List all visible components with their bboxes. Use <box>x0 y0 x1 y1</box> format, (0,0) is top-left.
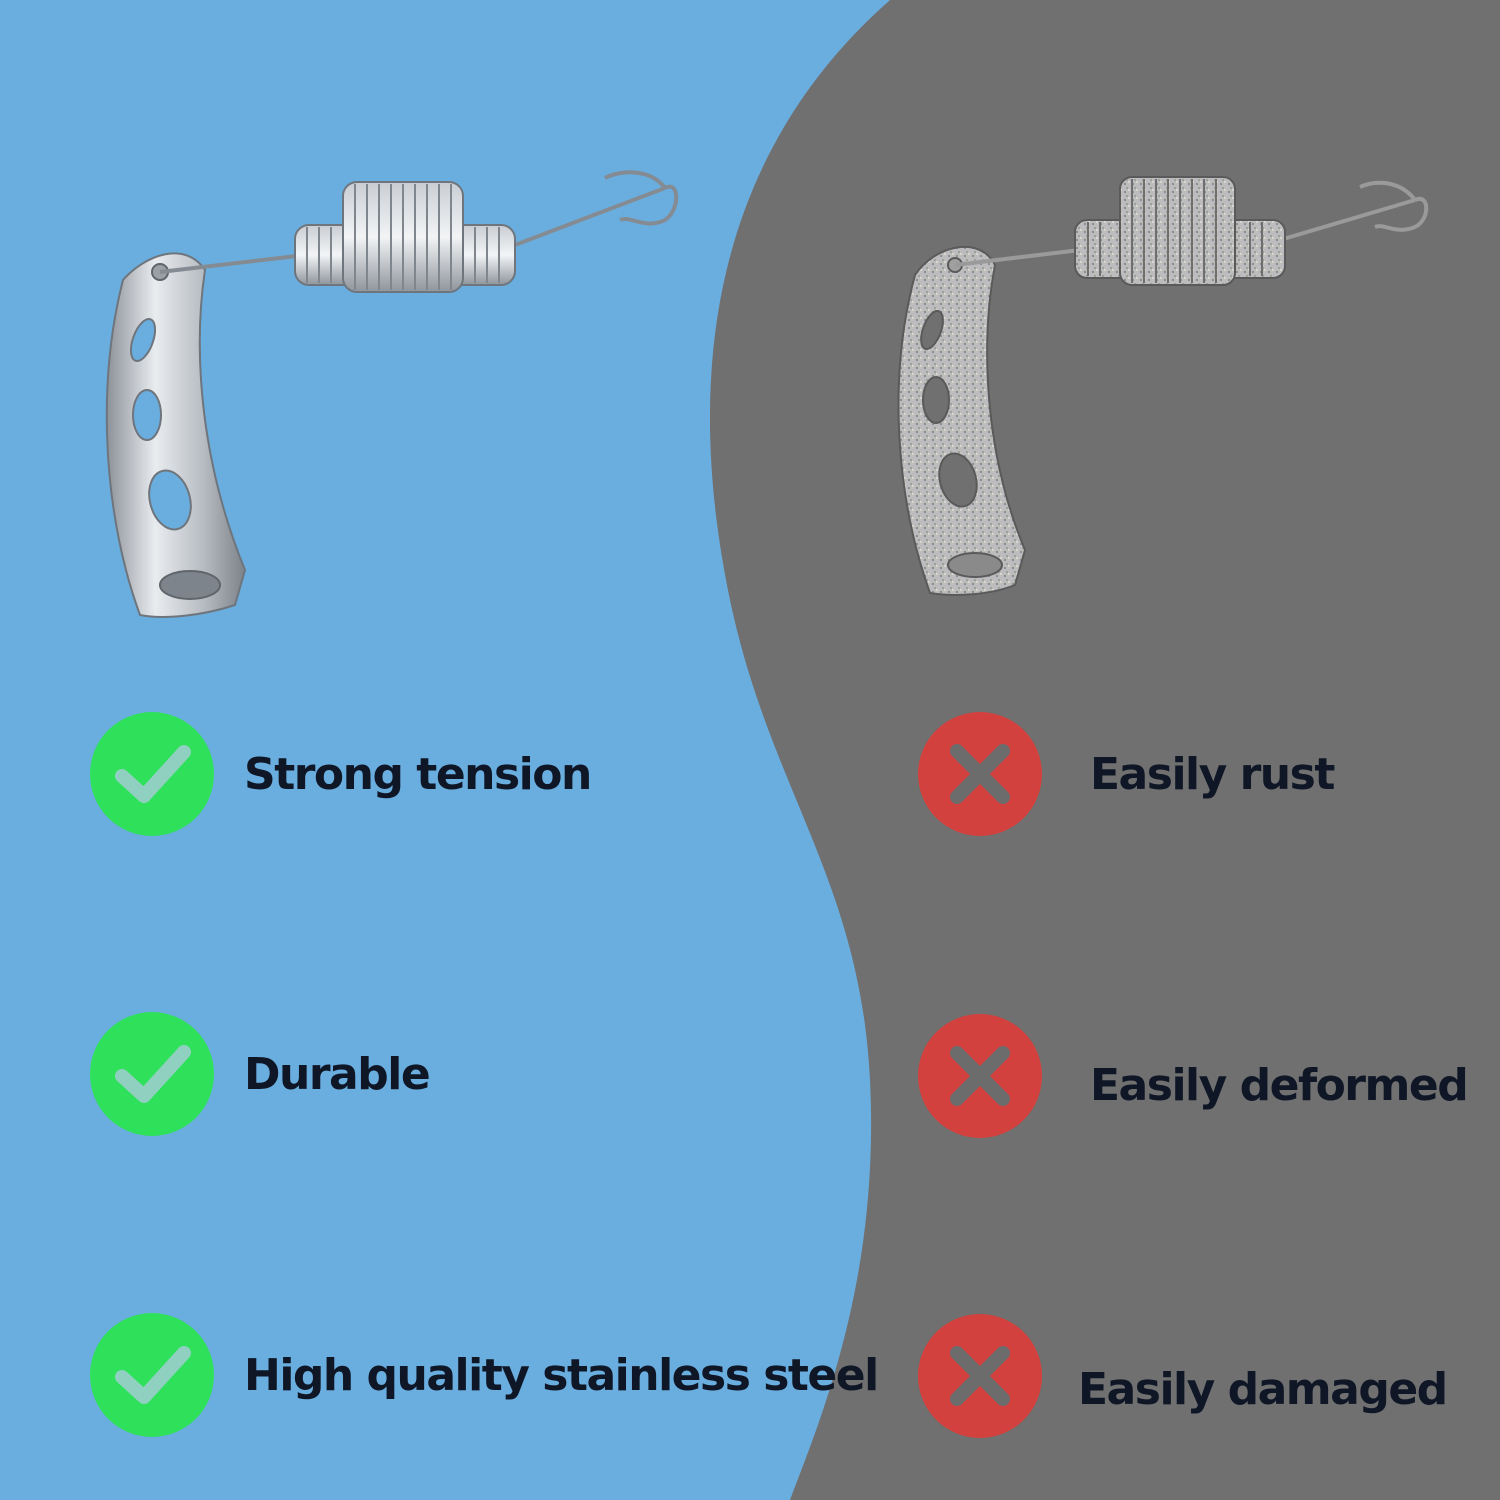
check-icon <box>90 712 214 836</box>
feature-label: High quality stainless steel <box>244 1349 879 1401</box>
feature-easily-deformed: Easily deformed <box>918 1014 1469 1138</box>
stainless-spring-image <box>105 170 679 618</box>
x-icon <box>918 1314 1042 1438</box>
bracket <box>105 252 247 618</box>
rusty-spring-image <box>897 176 1429 596</box>
feature-easily-rust: Easily rust <box>918 712 1335 836</box>
feature-label: Strong tension <box>244 748 592 800</box>
feature-durable: Durable <box>90 1012 431 1136</box>
feature-strong-tension: Strong tension <box>90 712 592 836</box>
feature-stainless-steel: High quality stainless steel <box>90 1313 879 1437</box>
feature-label: Easily deformed <box>1090 1059 1469 1111</box>
feature-easily-damaged: Easily damaged <box>918 1314 1448 1438</box>
check-icon <box>90 1012 214 1136</box>
feature-label: Easily rust <box>1090 748 1335 800</box>
feature-label: Durable <box>244 1048 431 1100</box>
check-icon <box>90 1313 214 1437</box>
x-icon <box>918 1014 1042 1138</box>
bracket <box>897 246 1027 596</box>
feature-label: Easily damaged <box>1078 1363 1448 1415</box>
x-icon <box>918 712 1042 836</box>
